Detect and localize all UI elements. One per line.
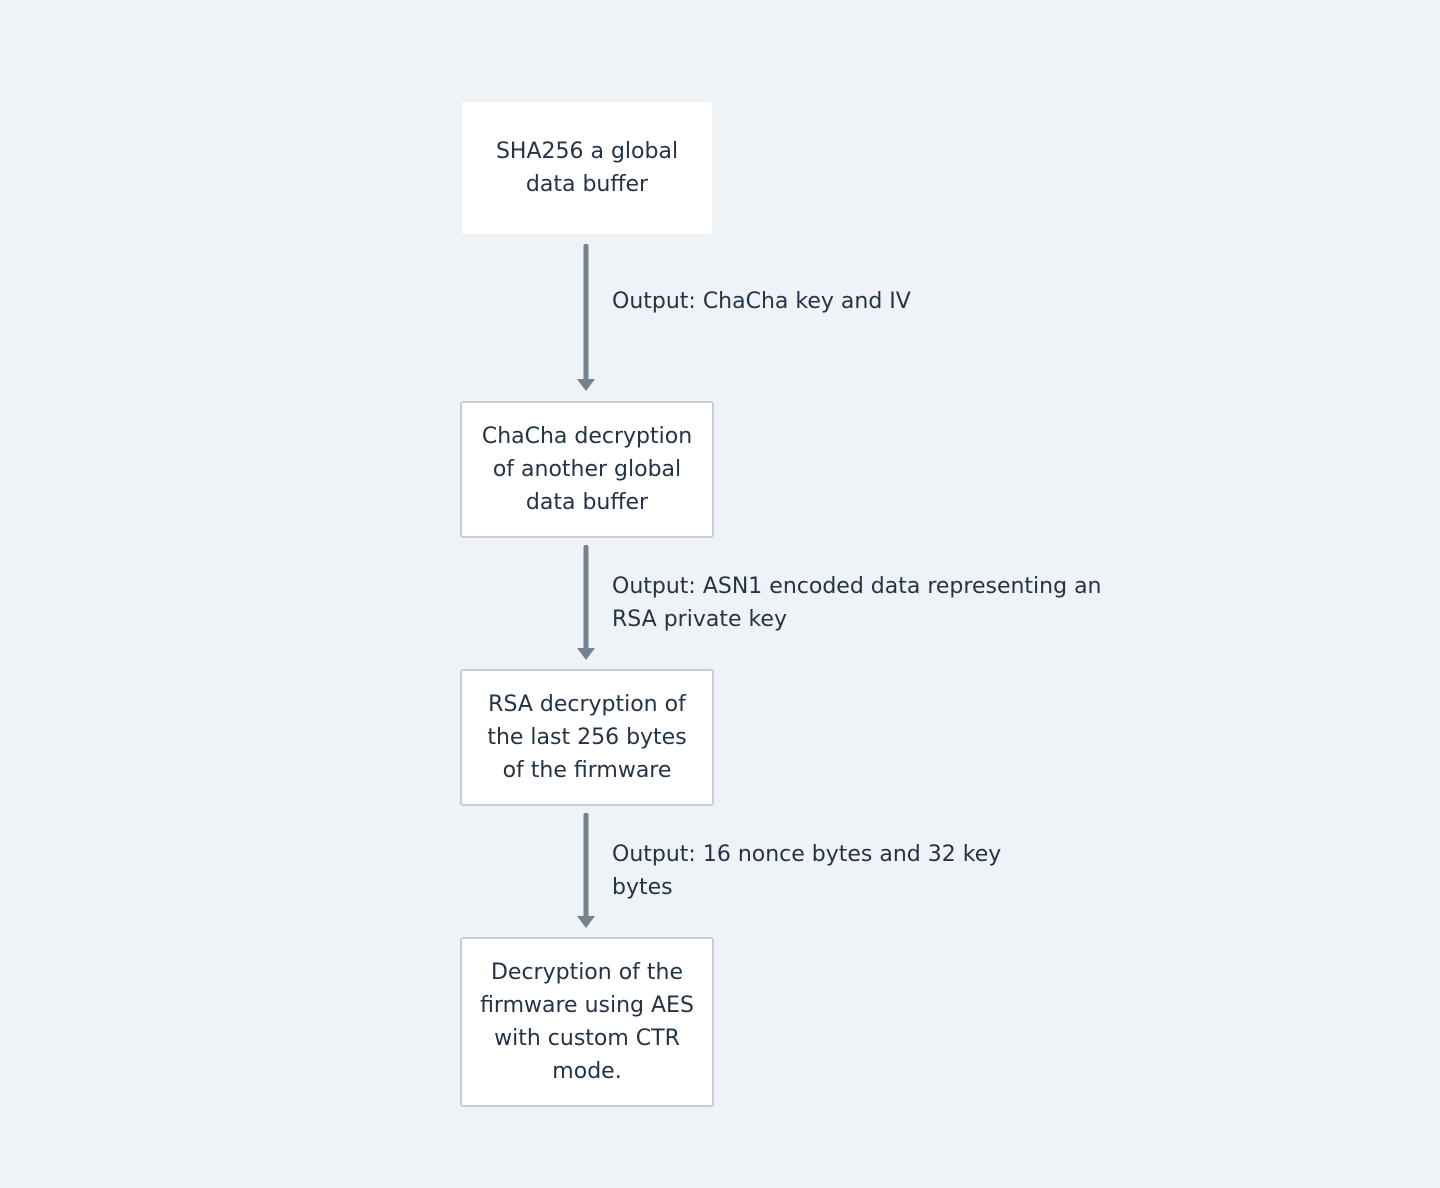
node-rsa-label: RSA decryption of the last 256 bytes of … — [487, 692, 687, 783]
node-chacha: ChaCha decryption of another global data… — [460, 401, 714, 538]
arrow-chacha-to-rsa — [576, 545, 596, 661]
node-rsa: RSA decryption of the last 256 bytes of … — [460, 669, 714, 806]
node-aes-label: Decryption of the firmware using AES wit… — [480, 960, 694, 1084]
edge-label-rsa-to-aes: Output: 16 nonce bytes and 32 key bytes — [612, 842, 1002, 900]
arrow-sha256-to-chacha — [576, 244, 596, 392]
node-aes: Decryption of the firmware using AES wit… — [460, 937, 714, 1107]
node-sha256-label: SHA256 a global data buffer — [495, 139, 679, 197]
node-sha256: SHA256 a global data buffer — [460, 100, 714, 236]
arrow-rsa-to-aes — [576, 813, 596, 929]
node-chacha-label: ChaCha decryption of another global data… — [481, 424, 693, 515]
arrow-down-icon — [577, 813, 595, 928]
arrow-down-icon — [577, 545, 595, 660]
edge-label-sha256-to-chacha: Output: ChaCha key and IV — [612, 289, 911, 314]
edge-label-chacha-to-rsa: Output: ASN1 encoded data representing a… — [612, 574, 1102, 632]
arrow-down-icon — [577, 244, 595, 391]
